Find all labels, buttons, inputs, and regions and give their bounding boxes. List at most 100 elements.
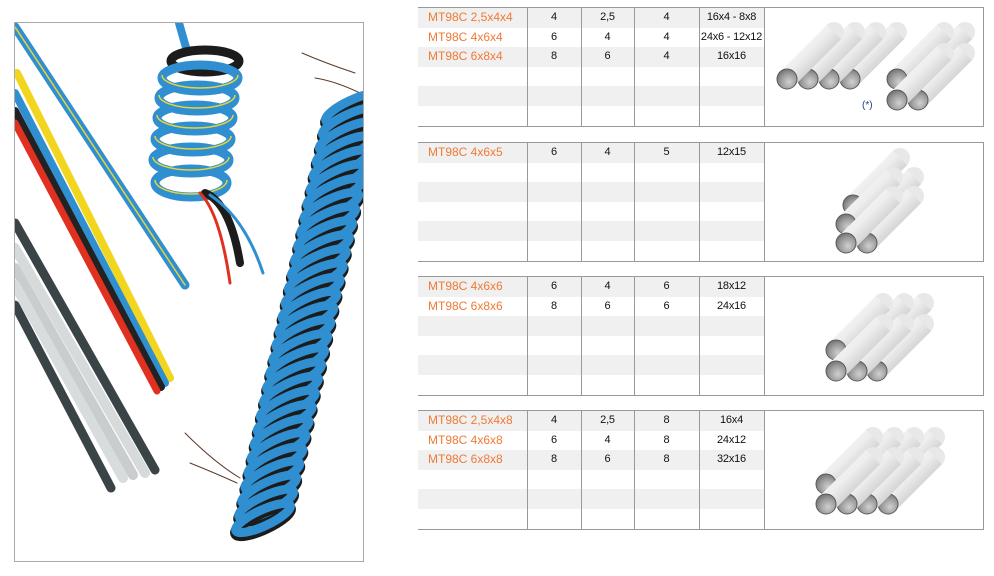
table-row: MT98C 2,5x4x8 4 2,5 8 16x4 bbox=[418, 411, 764, 431]
spec-value: 8 bbox=[663, 414, 670, 426]
spec-value: 4 bbox=[604, 280, 611, 292]
column-divider bbox=[581, 411, 582, 529]
spec-value: 6 bbox=[663, 299, 670, 312]
model-name: MT98C 6x8x4 bbox=[428, 49, 503, 63]
tube bbox=[886, 22, 954, 90]
spec-value: 24x6 - 12x12 bbox=[700, 30, 763, 43]
empty-table-row bbox=[418, 355, 764, 375]
model-name: MT98C 6x8x8 bbox=[428, 452, 503, 466]
spec-value: 4 bbox=[551, 414, 557, 426]
spec-value: 8 bbox=[551, 299, 557, 312]
tube-bundle-drawing bbox=[815, 427, 945, 515]
model-name: MT98C 4x6x8 bbox=[428, 432, 503, 447]
spec-value: 32x16 bbox=[717, 453, 746, 465]
model-name: MT98C 2,5x4x8 bbox=[428, 413, 513, 427]
column-divider bbox=[527, 8, 528, 126]
spec-value: 24x16 bbox=[717, 299, 746, 312]
tube bbox=[815, 427, 883, 495]
column-divider bbox=[634, 277, 635, 395]
column-divider bbox=[699, 277, 700, 395]
tube-bundle-drawing bbox=[776, 22, 975, 111]
tube bbox=[866, 314, 934, 382]
spec-value: 8 bbox=[551, 453, 557, 465]
spec-value: 6 bbox=[604, 299, 611, 312]
table-row: MT98C 4x6x6 6 4 6 18x12 bbox=[418, 277, 764, 297]
column-divider bbox=[634, 143, 635, 261]
column-divider bbox=[527, 411, 528, 529]
spec-value: 24x12 bbox=[717, 433, 746, 446]
spec-value: 16x4 bbox=[719, 414, 744, 426]
spec-value: 6 bbox=[551, 280, 557, 292]
spec-value: 6 bbox=[551, 30, 557, 43]
tube-bundle-diagram: (*) bbox=[764, 8, 984, 126]
spec-value: 16x4 - 8x8 bbox=[706, 11, 757, 23]
empty-table-row bbox=[418, 221, 764, 241]
empty-table-row bbox=[418, 489, 764, 509]
spec-value: 2,5 bbox=[600, 414, 615, 426]
spec-value: 6 bbox=[663, 280, 670, 292]
tube bbox=[825, 314, 893, 382]
empty-table-row bbox=[418, 86, 764, 106]
spec-value: 4 bbox=[604, 433, 611, 446]
tube bbox=[886, 43, 954, 111]
spec-value: 6 bbox=[551, 146, 557, 158]
table-row: MT98C 6x8x8 8 6 8 32x16 bbox=[418, 450, 764, 470]
column-divider bbox=[581, 277, 582, 395]
column-divider bbox=[634, 8, 635, 126]
spec-value: 12x15 bbox=[717, 146, 746, 158]
tube-bundle-drawing bbox=[825, 293, 934, 382]
tube bbox=[825, 293, 893, 361]
spec-value: 5 bbox=[663, 146, 670, 158]
column-divider bbox=[699, 8, 700, 126]
spec-value: 4 bbox=[604, 30, 611, 43]
column-divider bbox=[581, 8, 582, 126]
spec-value: 8 bbox=[663, 453, 670, 465]
spec-value: 4 bbox=[604, 146, 611, 158]
table-row: MT98C 4x6x5 6 4 5 12x15 bbox=[418, 143, 764, 163]
spec-value: 4 bbox=[663, 11, 670, 23]
spec-value: 6 bbox=[604, 50, 611, 62]
spec-table-5-tubes: MT98C 4x6x5 6 4 5 12x15 bbox=[418, 142, 984, 262]
column-divider bbox=[699, 143, 700, 261]
table-row: MT98C 2,5x4x4 4 2,5 4 16x4 - 8x8 bbox=[418, 8, 764, 28]
spec-value: 4 bbox=[551, 11, 557, 23]
column-divider bbox=[634, 411, 635, 529]
spec-value: 8 bbox=[663, 433, 670, 446]
model-name: MT98C 6x8x6 bbox=[428, 298, 503, 313]
column-divider bbox=[581, 143, 582, 261]
product-photo-spiral-tubes bbox=[10, 19, 386, 562]
tube bbox=[877, 447, 945, 515]
spec-value: 6 bbox=[551, 433, 557, 446]
spec-value: 4 bbox=[663, 30, 670, 43]
empty-table-row bbox=[418, 182, 764, 202]
spec-value: 6 bbox=[604, 453, 611, 465]
table-row: MT98C 6x8x6 8 6 6 24x16 bbox=[418, 297, 764, 317]
tube-bundle-drawing bbox=[835, 148, 924, 254]
spec-value: 18x12 bbox=[717, 280, 746, 292]
tube bbox=[776, 22, 844, 90]
column-divider bbox=[527, 143, 528, 261]
tubes-photo-illustration bbox=[10, 19, 386, 542]
spec-value: 16x16 bbox=[717, 50, 746, 62]
footnote-marker: (*) bbox=[861, 100, 874, 112]
tube-bundle-diagram bbox=[764, 411, 984, 529]
column-divider bbox=[699, 411, 700, 529]
tube bbox=[835, 186, 903, 254]
model-name: MT98C 2,5x4x4 bbox=[428, 10, 513, 24]
model-name: MT98C 4x6x6 bbox=[428, 279, 503, 293]
tube-bundle-diagram bbox=[764, 277, 984, 395]
table-row: MT98C 4x6x4 6 4 4 24x6 - 12x12 bbox=[418, 28, 764, 48]
tube-bundle-diagram bbox=[764, 143, 984, 261]
model-name: MT98C 4x6x4 bbox=[428, 29, 503, 44]
model-name: MT98C 4x6x5 bbox=[428, 145, 503, 159]
spec-value: 8 bbox=[551, 50, 557, 62]
column-divider bbox=[527, 277, 528, 395]
spec-value: 2,5 bbox=[600, 11, 615, 23]
tube bbox=[815, 447, 883, 515]
tube bbox=[835, 167, 903, 235]
table-row: MT98C 4x6x8 6 4 8 24x12 bbox=[418, 431, 764, 451]
